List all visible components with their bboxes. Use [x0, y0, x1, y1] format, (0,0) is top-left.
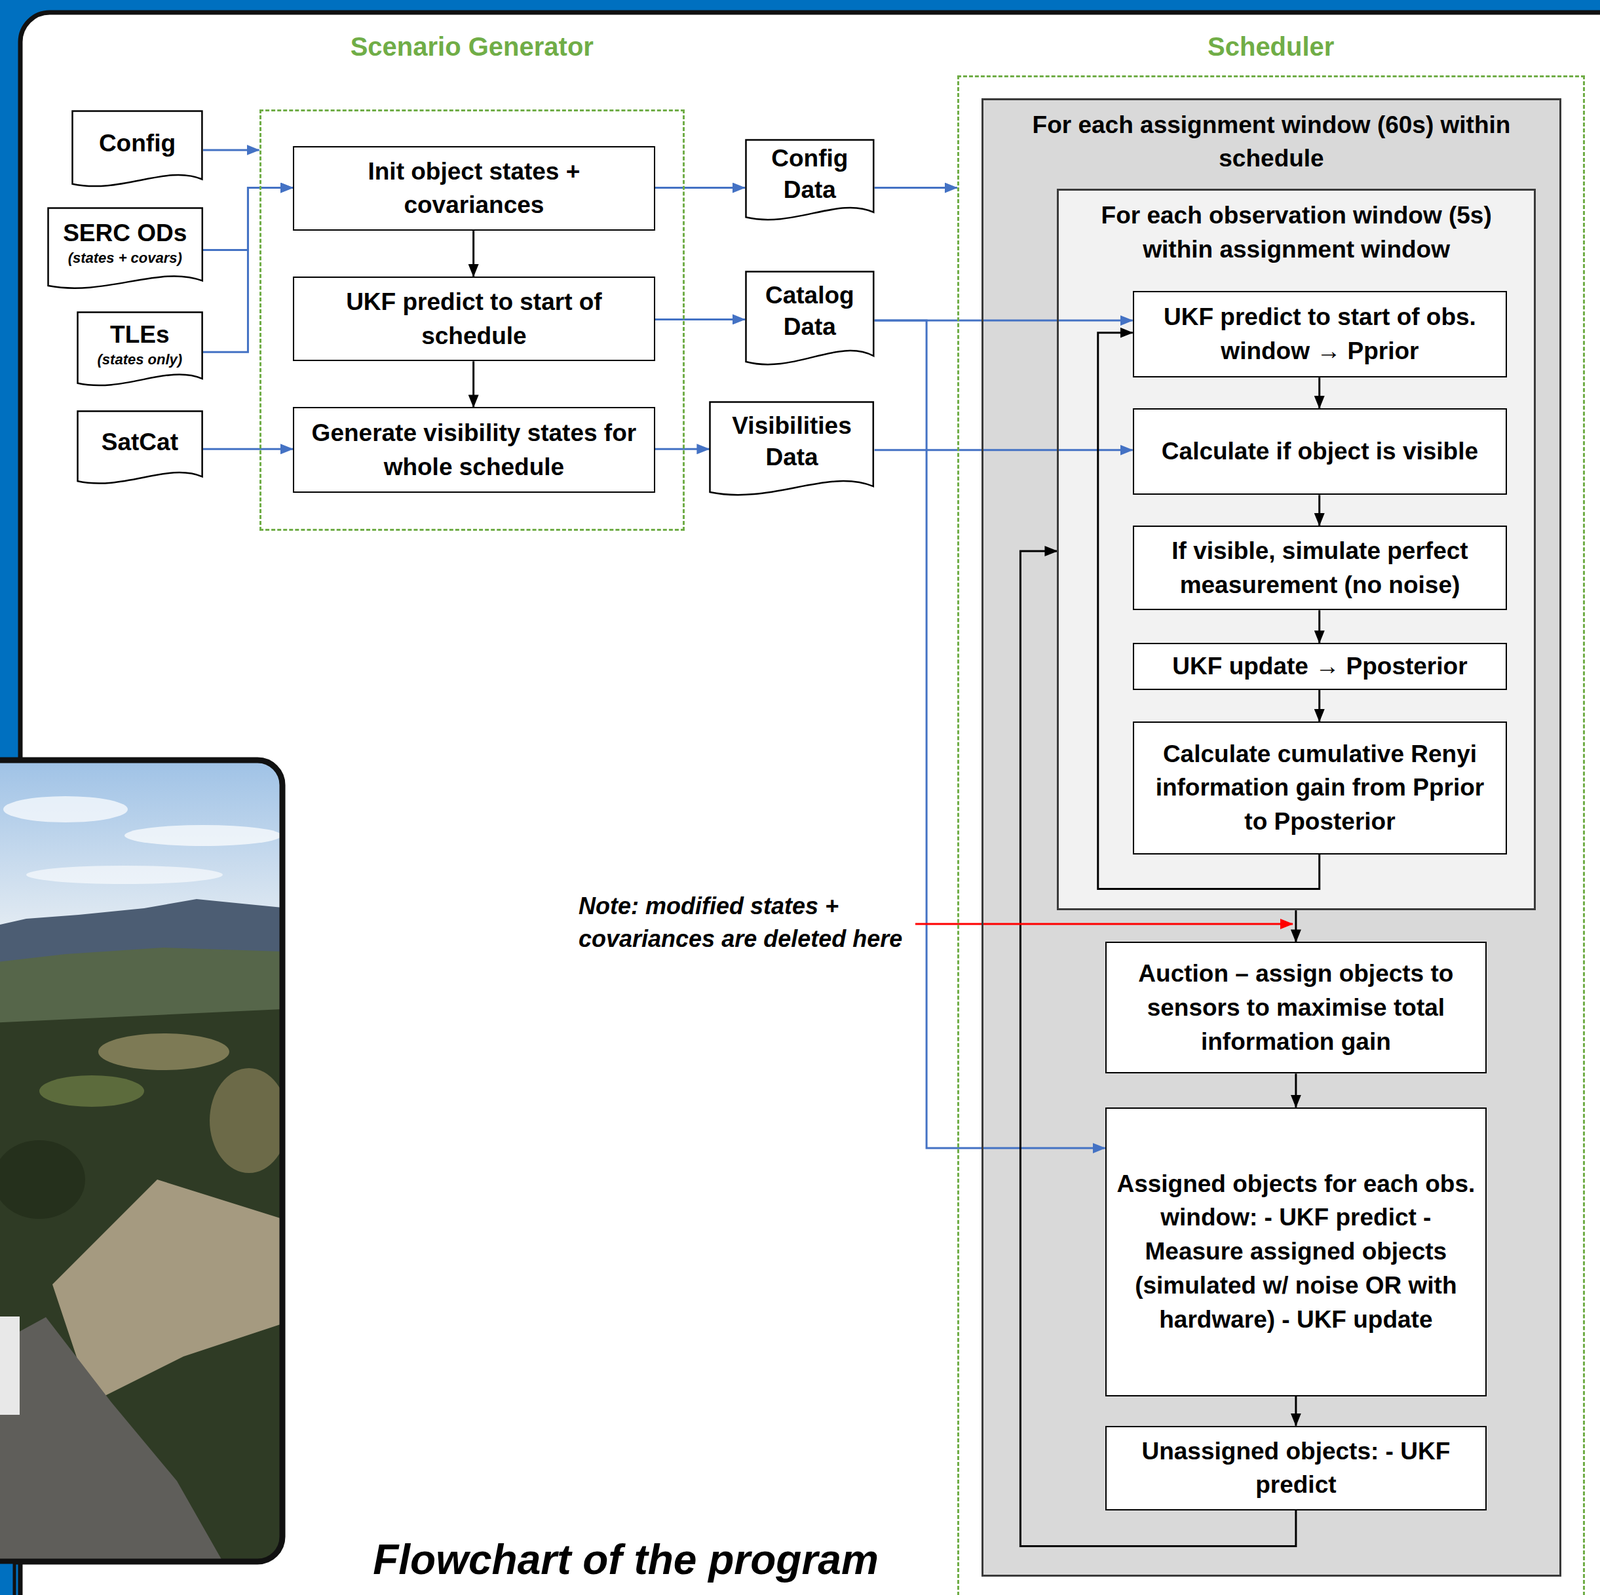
document-shape: Visibilities Data: [708, 400, 875, 498]
group-heading: Scheduler: [957, 30, 1585, 63]
document-label: Config Data: [750, 142, 870, 206]
loop-box: For each observation window (5s) within …: [1056, 188, 1536, 911]
document-outline-path: [47, 208, 202, 289]
document-note: (states + covars): [68, 248, 183, 268]
document-outline-path: [77, 411, 202, 484]
box-text: Generate visibility states for whole sch…: [302, 416, 647, 485]
process-box: UKF predict to start of obs. window → Pp…: [1132, 290, 1508, 378]
photo-road: [0, 1316, 223, 1562]
group-heading: For each assignment window (60s) within …: [995, 108, 1548, 177]
box-text: Auction – assign objects to sensors to m…: [1114, 956, 1478, 1059]
document-shape: SatCat: [76, 410, 204, 486]
photo-clearing: [39, 1075, 145, 1107]
document-note: (states only): [97, 350, 183, 370]
group-heading: For each observation window (5s) within …: [1070, 198, 1522, 267]
box-text: Init object states + covariances: [302, 154, 647, 223]
connector: [1294, 1396, 1297, 1426]
connector: [472, 361, 475, 407]
box-text: Assigned objects for each obs. window: -…: [1114, 1166, 1478, 1337]
process-box: UKF update → Pposterior: [1132, 642, 1508, 690]
caption: Flowchart of the program: [330, 1536, 921, 1583]
document-shape: Catalog Data: [744, 270, 875, 368]
connector: [203, 148, 260, 151]
connector: [203, 188, 293, 353]
loop-fill: [1056, 188, 1536, 911]
corner-tab: [0, 1561, 15, 1595]
process-box: Init object states + covariances: [292, 146, 656, 231]
connector: [655, 448, 710, 451]
process-box: Auction – assign objects to sensors to m…: [1105, 941, 1487, 1074]
connector: [203, 448, 293, 451]
photo-clearing: [209, 1067, 283, 1173]
loop-box: For each assignment window (60s) within …: [981, 98, 1562, 1578]
box-text: UKF update → Pposterior: [1172, 649, 1467, 684]
process-box: Unassigned objects: - UKF predict: [1105, 1425, 1487, 1511]
connector: [472, 230, 475, 277]
group-heading: Scenario Generator: [259, 30, 685, 63]
document-label: Config: [98, 127, 176, 160]
connector: [1318, 377, 1321, 409]
document-label: Visibilities Data: [714, 410, 869, 474]
process-box: Generate visibility states for whole sch…: [292, 406, 656, 493]
connector: [655, 318, 745, 321]
leader-arrow: [915, 923, 1293, 926]
document-label: TLEs: [110, 319, 170, 351]
connector: [1318, 494, 1321, 526]
box-text: Calculate cumulative Renyi information g…: [1142, 737, 1499, 839]
connector: [655, 186, 745, 189]
box-text: If visible, simulate perfect measurement…: [1142, 533, 1499, 603]
document-label: Catalog Data: [750, 279, 870, 343]
photo-vehicle: [0, 1316, 20, 1415]
photo-cloud: [3, 796, 128, 823]
process-box: Calculate cumulative Renyi information g…: [1132, 721, 1508, 854]
box-text: UKF predict to start of obs. window → Pp…: [1142, 300, 1499, 369]
box-text: UKF predict to start of schedule: [302, 285, 647, 354]
photo-frame: [0, 760, 283, 1562]
landscape-photo: [0, 760, 283, 1562]
document-shape: SERC ODs(states + covars): [47, 207, 204, 291]
connector: [1294, 1073, 1297, 1107]
document-outline-path: [745, 271, 874, 365]
photo-cloud: [26, 865, 223, 884]
document-shape: TLEs(states only): [76, 311, 204, 388]
process-box: Calculate if object is visible: [1132, 408, 1508, 495]
document-outline-path: [72, 111, 203, 187]
connector: [1294, 910, 1297, 942]
document-shape: Config: [71, 110, 204, 189]
document-shape: Config Data: [744, 138, 875, 223]
note-label: Note: modified states + covariances are …: [578, 889, 920, 956]
connector: [874, 448, 1133, 451]
process-box: UKF predict to start of schedule: [292, 276, 656, 362]
document-outline-path: [77, 312, 202, 386]
document-outline-path: [745, 139, 874, 220]
connector: [1318, 689, 1321, 722]
photo-dirt: [52, 1179, 283, 1403]
document-label: SatCat: [101, 426, 179, 458]
process-box: Assigned objects for each obs. window: -…: [1105, 1107, 1487, 1397]
document-outline-path: [710, 402, 874, 496]
photo-clearing: [98, 1033, 230, 1070]
box-text: Calculate if object is visible: [1161, 434, 1479, 469]
connector: [1318, 609, 1321, 643]
connector: [874, 186, 958, 189]
box-text: Unassigned objects: - UKF predict: [1114, 1434, 1478, 1503]
process-box: If visible, simulate perfect measurement…: [1132, 525, 1508, 610]
connector: [874, 320, 1106, 1148]
photo-trees: [0, 1140, 86, 1219]
document-label: SERC ODs: [62, 217, 187, 249]
group-box: SchedulerFor each assignment window (60s…: [957, 30, 1585, 1595]
group-box: Scenario GeneratorInit object states + c…: [259, 30, 685, 531]
photo-cloud: [124, 824, 282, 846]
